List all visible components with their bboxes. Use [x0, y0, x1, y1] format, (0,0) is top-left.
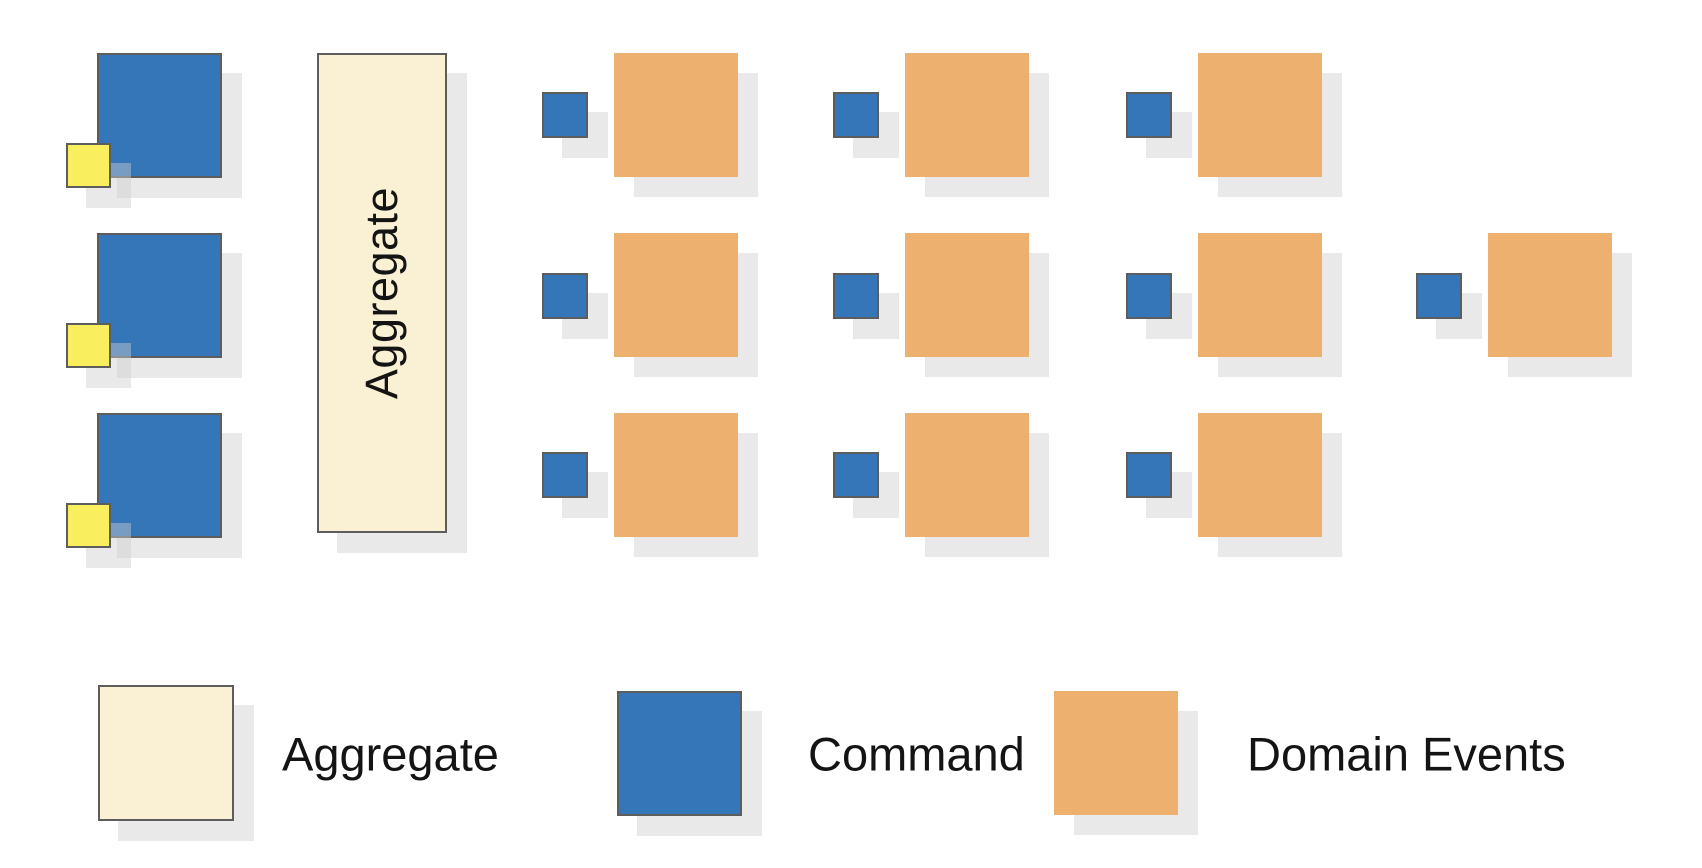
- command-large-square: [97, 413, 222, 538]
- legend-domain-events-swatch: [1054, 691, 1178, 815]
- legend-command-label: Command: [808, 727, 1025, 781]
- legend-command-swatch: [617, 691, 742, 816]
- legend-aggregate-label: Aggregate: [282, 727, 499, 781]
- command-large-square: [97, 233, 222, 358]
- command-square: [833, 273, 879, 319]
- yellow-marker-square: [66, 503, 111, 548]
- command-square: [1126, 452, 1172, 498]
- command-square: [542, 452, 588, 498]
- legend-domain-events-label: Domain Events: [1247, 727, 1566, 781]
- aggregate-box: Aggregate: [317, 53, 447, 533]
- yellow-marker-square: [66, 323, 111, 368]
- command-large-square: [97, 53, 222, 178]
- command-square: [1416, 273, 1462, 319]
- domain-event-square: [614, 413, 738, 537]
- domain-event-square: [905, 53, 1029, 177]
- aggregate-box-label: Aggregate: [356, 186, 408, 400]
- domain-event-square: [905, 233, 1029, 357]
- domain-event-square: [1488, 233, 1612, 357]
- command-square: [1126, 273, 1172, 319]
- domain-event-square: [1198, 53, 1322, 177]
- command-square: [542, 273, 588, 319]
- yellow-marker-square: [66, 143, 111, 188]
- command-square: [542, 92, 588, 138]
- domain-event-square: [614, 53, 738, 177]
- legend-aggregate-swatch: [98, 685, 234, 821]
- command-square: [1126, 92, 1172, 138]
- domain-event-square: [614, 233, 738, 357]
- domain-event-square: [1198, 233, 1322, 357]
- domain-event-square: [1198, 413, 1322, 537]
- command-square: [833, 92, 879, 138]
- command-square: [833, 452, 879, 498]
- domain-event-square: [905, 413, 1029, 537]
